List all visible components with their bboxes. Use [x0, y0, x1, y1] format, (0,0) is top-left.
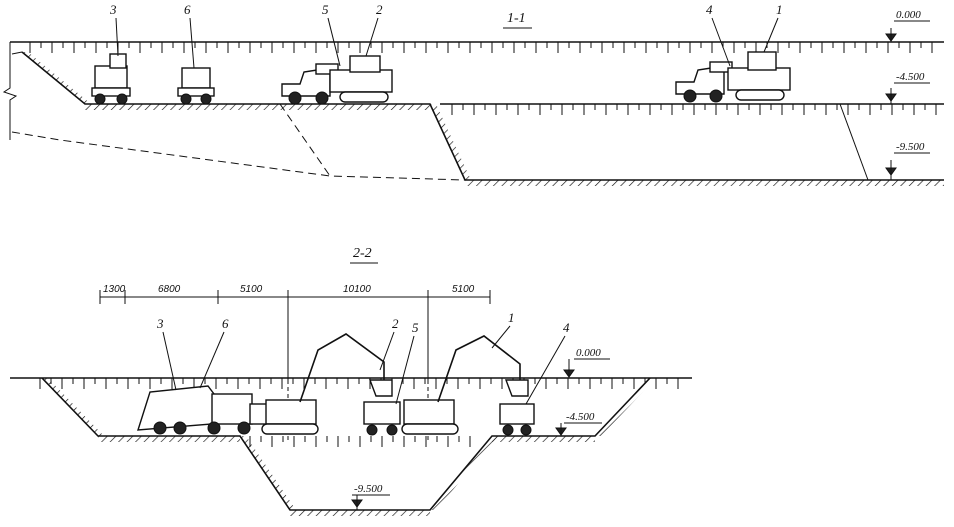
tipper-truck-3-6 — [137, 385, 269, 435]
machine-6 — [177, 67, 215, 105]
svg-text:1: 1 — [776, 2, 783, 17]
svg-text:2: 2 — [376, 2, 383, 17]
svg-text:0.000: 0.000 — [576, 347, 601, 359]
svg-text:4: 4 — [706, 2, 713, 17]
svg-text:-4.500: -4.500 — [566, 411, 595, 423]
svg-text:-9.500: -9.500 — [354, 483, 383, 495]
section-1-labels: 3 6 5 2 4 1 — [109, 2, 783, 69]
soil-tick-marks-s2 — [39, 378, 679, 389]
section-1-1: 1-1 0.000 -4.500 — [2, 2, 944, 186]
level-mark-0: 0.000 — [885, 9, 930, 42]
svg-text:2: 2 — [392, 316, 399, 331]
svg-text:1300: 1300 — [103, 284, 126, 295]
pit-bench-upper — [21, 51, 944, 181]
svg-text:-9.500: -9.500 — [896, 141, 925, 153]
svg-text:6: 6 — [184, 2, 191, 17]
truck-with-machine-4-1 — [675, 51, 791, 103]
level-mark-9500: -9.500 — [885, 141, 930, 180]
truck-with-machine-5-2 — [281, 55, 393, 105]
level-mark-s2-4500: -4.500 — [555, 411, 602, 436]
soil-tick-marks-s2-lower — [249, 436, 471, 447]
section-2-2: 2-2 1300 6800 5100 10100 5100 — [10, 246, 692, 516]
excavator-1 — [401, 335, 529, 435]
pit-profile-2-2 — [41, 377, 651, 511]
section-1-1-title: 1-1 — [507, 11, 526, 26]
machine-3 — [91, 53, 131, 105]
svg-text:5100: 5100 — [240, 284, 263, 295]
level-mark-4500: -4.500 — [885, 71, 930, 104]
svg-text:4: 4 — [563, 320, 570, 335]
machine-4-s2 — [499, 403, 535, 436]
svg-text:5: 5 — [412, 320, 419, 335]
level-mark-s2-9500: -9.500 — [351, 483, 390, 510]
soil-tick-marks — [29, 42, 933, 53]
svg-text:3: 3 — [109, 2, 117, 17]
svg-text:10100: 10100 — [343, 284, 371, 295]
svg-text:5: 5 — [322, 2, 329, 17]
svg-text:0.000: 0.000 — [896, 9, 921, 21]
level-mark-s2-0: 0.000 — [563, 347, 610, 378]
excavator-2 — [261, 333, 393, 435]
svg-text:3: 3 — [156, 316, 164, 331]
soil-tick-marks-lower — [451, 104, 937, 115]
section-2-2-title: 2-2 — [353, 246, 372, 261]
svg-text:-4.500: -4.500 — [896, 71, 925, 83]
svg-text:6800: 6800 — [158, 284, 181, 295]
svg-text:1: 1 — [508, 310, 515, 325]
machine-5-s2 — [363, 401, 401, 436]
svg-text:5100: 5100 — [452, 284, 475, 295]
section-2-labels: 3 6 2 5 1 4 — [156, 310, 570, 405]
future-excavation-dashed — [11, 131, 466, 181]
svg-text:6: 6 — [222, 316, 229, 331]
